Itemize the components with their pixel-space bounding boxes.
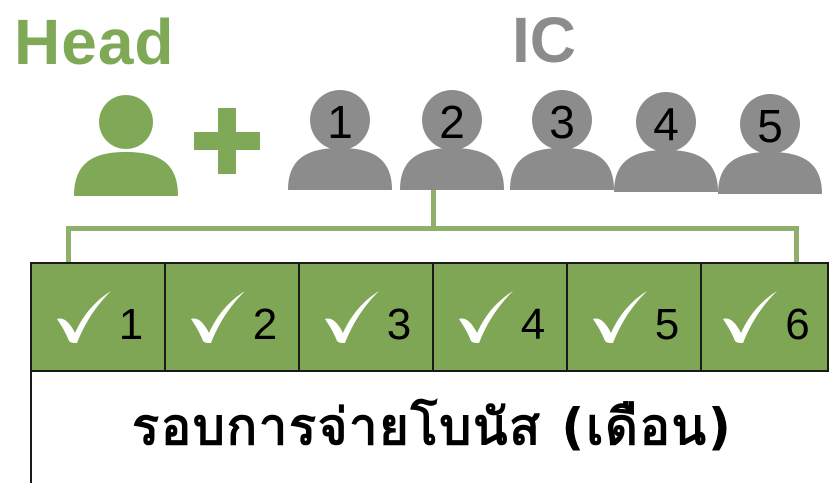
month-number: 6	[785, 300, 810, 349]
month-cell: 2	[164, 262, 300, 372]
ic-number: 3	[549, 96, 575, 148]
month-number: 3	[386, 300, 412, 349]
ic-number: 5	[757, 100, 783, 152]
month-row: 1 2 3 4 5 6	[30, 262, 829, 372]
month-cell: 6	[700, 262, 829, 372]
caption-box	[30, 370, 835, 483]
ic-person-icon: 3	[508, 86, 628, 196]
month-number: 5	[654, 300, 680, 349]
bonus-cycle-caption: รอบการจ่ายโบนัส (เดือน)	[132, 398, 733, 456]
checkmark-icon	[190, 291, 245, 343]
month-number: 1	[118, 300, 144, 349]
ic-person-icon: 5	[716, 90, 835, 200]
ic-number: 2	[439, 96, 465, 148]
checkmark-icon	[592, 291, 647, 343]
ic-person-icon: 1	[286, 86, 406, 196]
head-person-icon	[68, 92, 188, 202]
head-title: Head	[14, 6, 175, 78]
checkmark-icon	[723, 291, 778, 343]
connector-vertical-center	[431, 190, 436, 230]
ic-number: 4	[653, 98, 679, 150]
ic-title: IC	[512, 4, 576, 76]
connector-right-drop	[794, 226, 799, 264]
month-number: 4	[520, 300, 546, 349]
connector-left-drop	[66, 226, 71, 264]
month-cell: 1	[30, 262, 166, 372]
ic-person-icon: 2	[398, 86, 518, 196]
month-cell: 3	[298, 262, 434, 372]
month-number: 2	[252, 300, 278, 349]
ic-person-icon: 4	[612, 88, 732, 198]
checkmark-icon	[458, 291, 513, 343]
checkmark-icon	[324, 291, 379, 343]
connector-horizontal	[66, 226, 799, 231]
month-cell: 5	[566, 262, 702, 372]
month-cell: 4	[432, 262, 568, 372]
checkmark-icon	[56, 291, 111, 343]
ic-number: 1	[327, 96, 353, 148]
plus-icon	[190, 104, 264, 178]
